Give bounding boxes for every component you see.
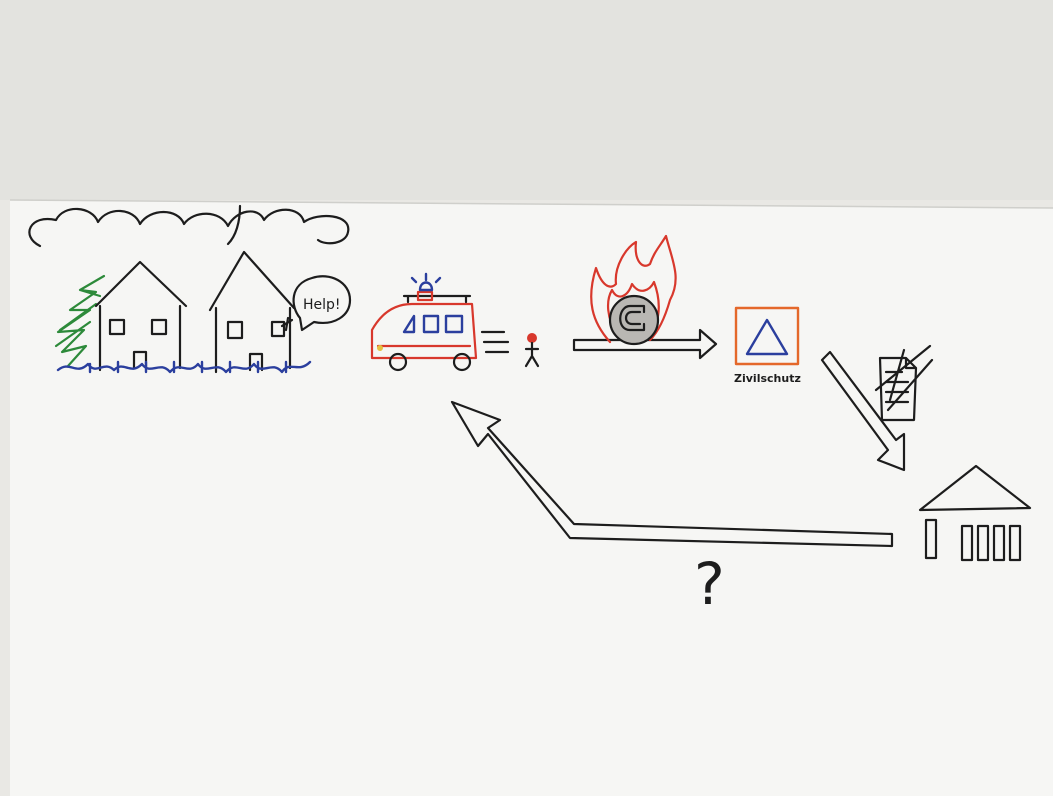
headlight <box>377 345 383 351</box>
paper-sheet <box>10 200 1053 796</box>
civil-protection-label: Zivilschutz <box>734 372 801 385</box>
magnet-icon <box>610 296 658 344</box>
wall-background <box>0 0 1053 200</box>
speech-bubble-text: Help! <box>303 297 341 313</box>
question-mark: ? <box>694 550 725 618</box>
